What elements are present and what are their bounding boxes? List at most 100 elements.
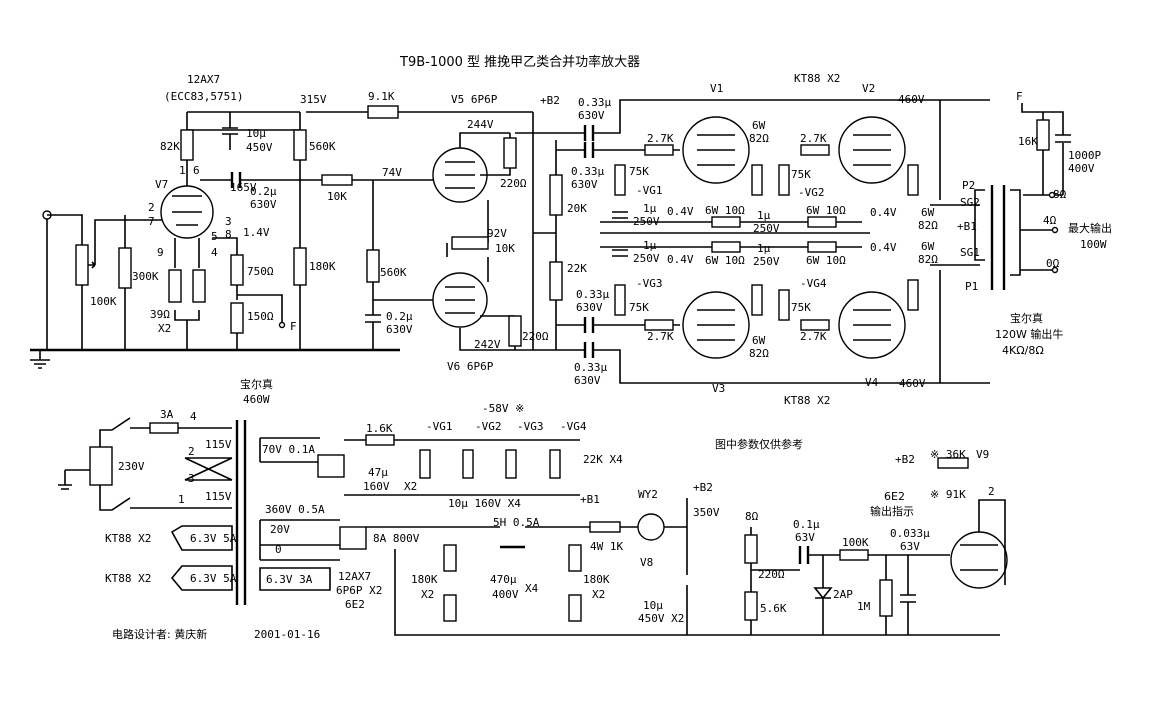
b2-node-a: +B2 [540, 94, 560, 107]
v5-label: V5 6P6P [451, 93, 498, 106]
tap-8: 8Ω [1053, 188, 1067, 201]
bias-resistor-label: 10K [495, 242, 515, 255]
max-output-value: 100W [1080, 238, 1107, 251]
heater-winding-c: 6.3V 3A [266, 573, 313, 586]
plate-resistor-82k [180, 129, 194, 161]
r180k-label: 180K [309, 260, 336, 273]
r6w-b-label: 6W 10Ω [705, 254, 745, 267]
mains-socket [89, 446, 113, 486]
v7-plate-voltage: 165V [230, 181, 257, 194]
b460-top: 460V [898, 93, 925, 106]
cap-033-4-voltage: 630V [574, 374, 601, 387]
c0033-label: 0.033μ [890, 527, 930, 540]
screen-voltage-92: 92V [487, 227, 507, 240]
output-terminal-4 [1051, 226, 1059, 234]
r56k-label: 5.6K [760, 602, 787, 615]
r6w-a-label: 6W 10Ω [705, 204, 745, 217]
v7-pin5: 5 [211, 230, 218, 243]
resistor-560k-b [366, 249, 380, 283]
pt-power: 460W [243, 393, 270, 406]
v3-label: V3 [712, 382, 725, 395]
c1000p-voltage: 400V [1068, 162, 1095, 175]
cap-033-3-voltage: 630V [576, 301, 603, 314]
tap-0v: 0 [275, 543, 282, 556]
cap-033-2-label: 0.33μ [571, 165, 604, 178]
r27k-a-label: 2.7K [647, 132, 674, 145]
cathode-resistor-v2 [807, 216, 837, 228]
b74-label: 74V [382, 166, 402, 179]
dropping-resistor-9k1 [367, 105, 399, 119]
bias-cap-qty: X2 [404, 480, 417, 493]
r82-a-2: 82Ω [749, 132, 769, 145]
v8-label: V8 [640, 556, 653, 569]
resistor-20k [549, 174, 563, 216]
tap-0: 0Ω [1046, 257, 1060, 270]
r27k-d-label: 2.7K [800, 330, 827, 343]
r6w-c-label: 6W 10Ω [806, 204, 846, 217]
sg2-label: SG2 [960, 196, 980, 209]
r180k-ps-b-qty: X2 [592, 588, 605, 601]
heater-list-12ax7: 12AX7 [338, 570, 371, 583]
pt-tap-2: 2 [188, 445, 195, 458]
vg4-node: -VG4 [800, 277, 827, 290]
v7-pin7: 7 [148, 215, 155, 228]
feedback-node-f2: F [1016, 90, 1023, 103]
volume-potentiometer [75, 244, 89, 286]
diagram-title: T9B-1000 型 推挽甲乙类合并功率放大器 [399, 54, 640, 70]
cathode-resistor-v4 [807, 241, 837, 253]
bias-resistor-10k [451, 236, 489, 250]
r16k-label: 16K [1018, 135, 1038, 148]
pt-tap-3: 3 [188, 472, 195, 485]
ot-impedance: 4KΩ/8Ω [1002, 344, 1044, 357]
p1-label: P1 [965, 280, 978, 293]
grid-stopper-10k [321, 174, 353, 186]
bias-voltage-58: -58V ※ [482, 402, 524, 415]
r150-label: 150Ω [247, 310, 274, 323]
r27k-c-label: 2.7K [647, 330, 674, 343]
tap-20v: 20V [270, 523, 290, 536]
feedback-resistor-16k [1036, 119, 1050, 151]
b1-output-label: +B1 [957, 220, 977, 233]
r1m-label: 1M [857, 600, 871, 613]
grid-stopper-v3 [644, 319, 674, 331]
ind-b2: +B2 [895, 453, 915, 466]
r91k-label: ※ 91K [930, 488, 966, 501]
r82-b-1: 6W [921, 206, 935, 219]
feedback-resistor-150 [230, 302, 244, 334]
bias-pots-label: 22K X4 [583, 453, 623, 466]
c1000p-label: 1000P [1068, 149, 1101, 162]
screen-resistor-v1 [751, 164, 763, 196]
v7-pin3: 3 [225, 215, 232, 228]
c1u-b-voltage: 250V [633, 252, 660, 265]
kt88-top-label: KT88 X2 [794, 72, 840, 85]
v9-label: V9 [976, 448, 989, 461]
c1u-d-label: 1μ [757, 242, 771, 255]
power-supply: 宝尔真 460W 230V 3A 4 2 3 1 115V 115V 70V 0… [58, 377, 720, 636]
c470-qty: X4 [525, 582, 539, 595]
screen-resistor-v3 [751, 284, 763, 316]
grid-leak-v1 [614, 164, 626, 196]
screen-resistor-v2 [907, 164, 919, 196]
mains-voltage: 230V [118, 460, 145, 473]
r82-c-2: 82Ω [749, 347, 769, 360]
cap-033-3-label: 0.33μ [576, 288, 609, 301]
bias-winding-label: 70V 0.1A [262, 443, 315, 456]
resistor-22k [549, 261, 563, 301]
grid-stopper-v2 [800, 144, 830, 156]
r180k-ps-a: 180K [411, 573, 438, 586]
r82-d-2: 82Ω [918, 253, 938, 266]
heater-list-6p6p: 6P6P X2 [336, 584, 382, 597]
ps-vg1: -VG1 [426, 420, 453, 433]
choke-label: 5H 0.5A [493, 516, 540, 529]
cap-02u-b-voltage: 630V [386, 323, 413, 336]
ot-spec: 120W 输出牛 [995, 327, 1063, 341]
v5-plate-resistor-label: 220Ω [500, 177, 527, 190]
c1u-d-voltage: 250V [753, 255, 780, 268]
max-output-label: 最大输出 [1068, 221, 1112, 235]
v1-label: V1 [710, 82, 723, 95]
cathode-voltage-b: 0.4V [667, 253, 694, 266]
c1u-c-label: 1μ [757, 209, 771, 222]
phase-splitter: 9.1K V5 6P6P V6 6P6P 244V 242V 92V 220Ω … [306, 90, 587, 373]
output-terminal-8 [1048, 191, 1056, 199]
